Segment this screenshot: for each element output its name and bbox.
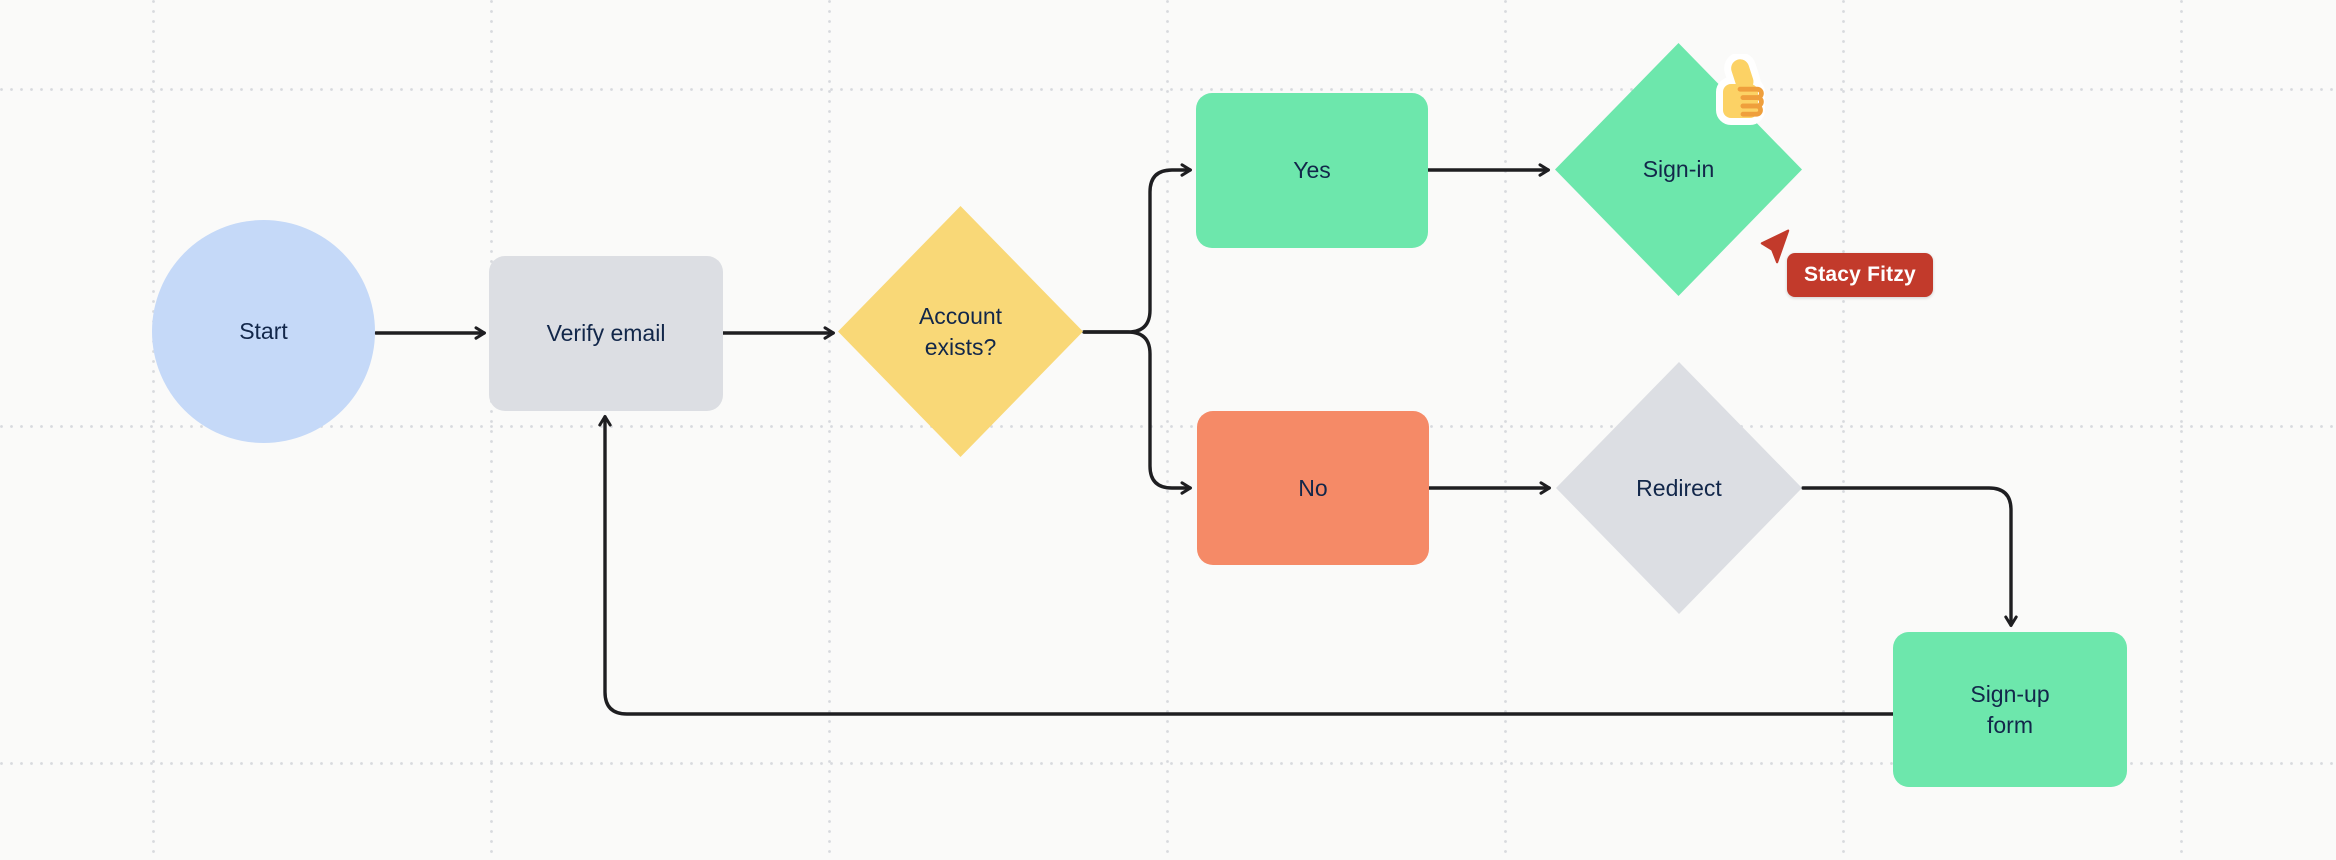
node-verify-email-label: Verify email (546, 320, 666, 347)
node-sign-in-label: Sign-in (1642, 156, 1715, 183)
connector-account-to-no[interactable] (1082, 330, 1192, 495)
thumbs-up-icon[interactable] (1708, 54, 1780, 128)
node-yes-label: Yes (1293, 157, 1331, 184)
node-start-label: Start (239, 318, 288, 345)
node-account-exists[interactable]: Account exists? (838, 206, 1083, 457)
collaborator-name: Stacy Fitzy (1804, 263, 1916, 286)
collaborator-name-badge: Stacy Fitzy (1787, 253, 1933, 297)
node-start[interactable]: Start (152, 220, 375, 443)
connector-signup-to-verify[interactable] (598, 415, 1895, 716)
node-redirect[interactable]: Redirect (1556, 362, 1802, 614)
connector-redirect-to-signup[interactable] (1801, 486, 2018, 627)
node-sign-up-form[interactable]: Sign-up form (1893, 632, 2127, 787)
node-redirect-label: Redirect (1636, 474, 1722, 501)
node-no[interactable]: No (1197, 411, 1429, 565)
node-yes[interactable]: Yes (1196, 93, 1428, 248)
collaborator-cursor-icon (1760, 229, 1790, 264)
node-sign-up-form-label: Sign-up form (1970, 681, 2050, 738)
connector-account-to-yes[interactable] (1082, 163, 1192, 334)
node-account-exists-label: Account exists? (918, 303, 1003, 360)
node-verify-email[interactable]: Verify email (489, 256, 723, 411)
node-no-label: No (1298, 474, 1328, 501)
